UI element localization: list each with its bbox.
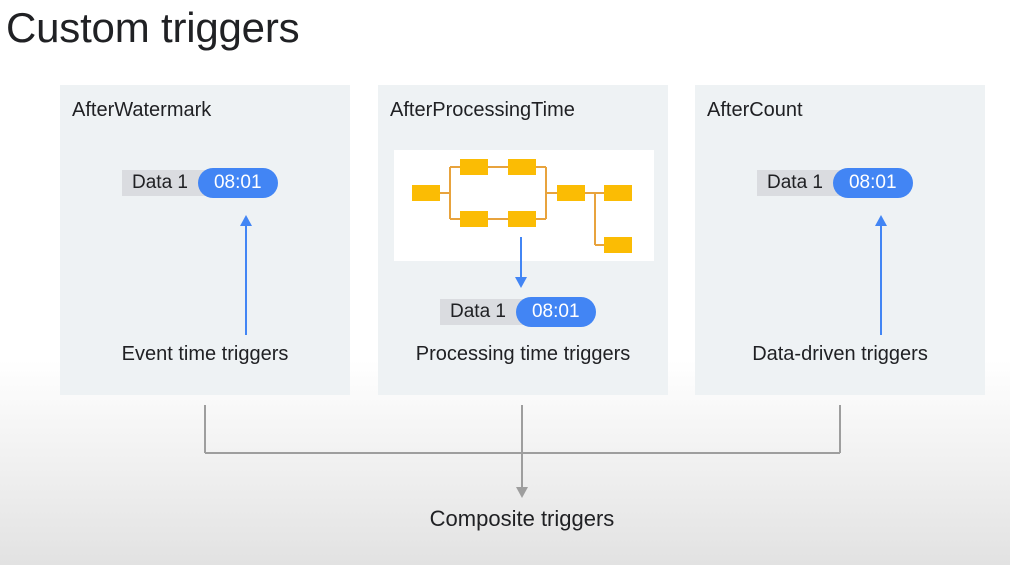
down-arrow-icon — [515, 237, 527, 288]
caption: Data-driven triggers — [752, 343, 928, 365]
panel-title: AfterProcessingTime — [390, 99, 575, 121]
time-badge: 08:01 — [832, 168, 913, 198]
data-pill: Data 1 08:01 — [122, 168, 278, 198]
panel-after-watermark: AfterWatermark Data 1 08:01 Event time t… — [60, 85, 350, 395]
pipeline-graph-icon — [412, 159, 632, 253]
composite-label: Composite triggers — [429, 506, 615, 531]
caption: Processing time triggers — [415, 343, 631, 365]
panel-title: AfterWatermark — [72, 99, 212, 121]
data-pill: Data 1 08:01 — [440, 297, 596, 327]
time-badge: 08:01 — [515, 297, 596, 327]
up-arrow-icon — [875, 215, 887, 335]
panel-after-count: AfterCount Data 1 08:01 Data-driven trig… — [695, 85, 985, 395]
caption: Event time triggers — [121, 343, 289, 365]
data-pill: Data 1 08:01 — [757, 168, 913, 198]
up-arrow-icon — [240, 215, 252, 335]
page-title: Custom triggers — [6, 4, 300, 51]
down-arrow-icon — [516, 487, 528, 498]
pipeline-diagram — [394, 150, 654, 261]
panel-title: AfterCount — [707, 99, 803, 121]
panel-after-processing-time: AfterProcessingTime — [378, 85, 668, 395]
time-badge: 08:01 — [197, 168, 278, 198]
